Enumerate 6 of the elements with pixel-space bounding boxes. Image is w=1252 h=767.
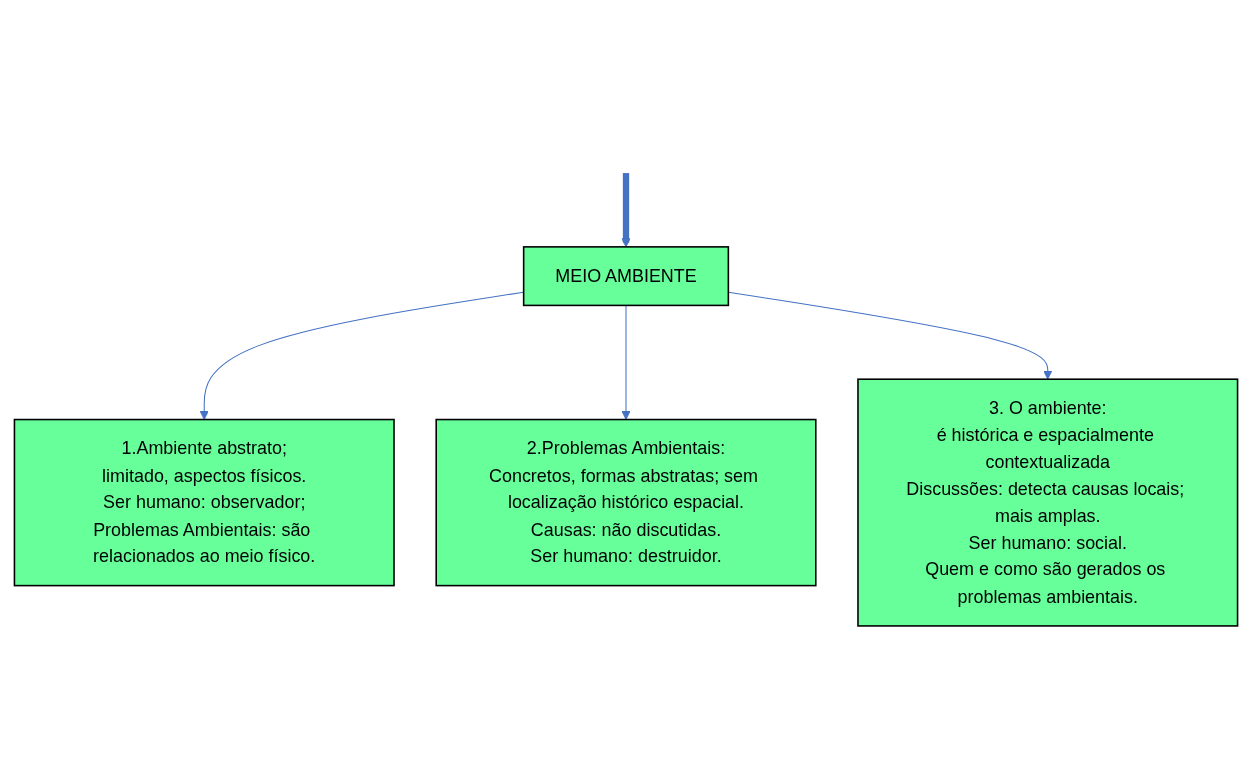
arrow xyxy=(621,172,631,248)
node-box: 2.Problemas Ambientais: Concretos, formas abstratas; sem localização histórico espacial. Causas: não discutidas. Ser humano: destruidor. xyxy=(435,418,817,587)
arrow xyxy=(621,304,631,420)
node-box: 3. O ambiente: é histórica e espacialmente contextualizada Discussões: detecta causas locais; mais amplas. Ser humano: social. Quem e como são gerados os problemas ambientais. xyxy=(857,378,1239,627)
node-box: MEIO AMBIENTE xyxy=(522,245,730,306)
node-box: 1.Ambiente abstrato; limitado, aspectos físicos. Ser humano: observador; Problemas Ambientais: são relacionados ao meio físico. xyxy=(13,418,395,587)
